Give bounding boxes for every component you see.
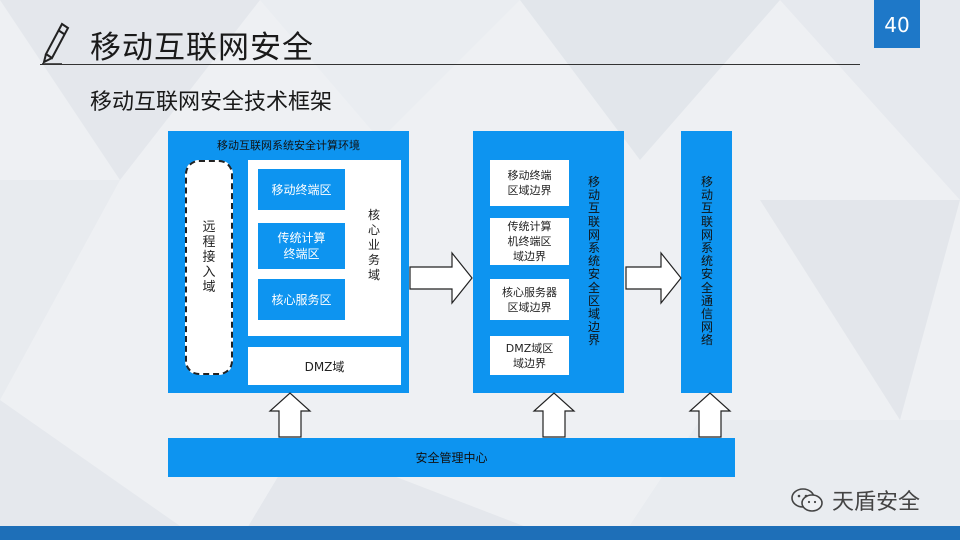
footer-bar [0, 526, 960, 540]
remote-access-label: 远程接入域 [202, 220, 216, 295]
boundary-traditional: 传统计算机终端区域边界 [490, 218, 569, 265]
boundary-mobile: 移动终端区域边界 [490, 160, 569, 206]
traditional-terminal-zone: 传统计算终端区 [258, 223, 345, 269]
computing-environment-label: 移动互联网系统安全计算环境 [217, 139, 360, 152]
wechat-icon [791, 488, 823, 512]
slide-subtitle: 移动互联网安全技术框架 [90, 90, 333, 115]
pencil-icon [42, 22, 70, 65]
remote-access-domain [185, 160, 233, 375]
boundary-dmz: DMZ域区域边界 [490, 336, 569, 375]
communication-network-label: 移动互联网系统安全通信网络 [700, 175, 713, 348]
page-number-badge: 40 [874, 0, 920, 48]
core-server-zone: 核心服务区 [258, 279, 345, 320]
title-underline [40, 64, 860, 65]
boundary-core-server: 核心服务器区域边界 [490, 279, 569, 320]
slide-title: 移动互联网安全 [90, 30, 314, 66]
dmz-domain: DMZ域 [248, 347, 401, 385]
boundary-vertical-label: 移动互联网系统安全区域边界 [587, 175, 600, 348]
core-business-label: 核心业务域 [367, 208, 380, 282]
communication-network-box [681, 131, 732, 393]
mobile-terminal-zone: 移动终端区 [258, 169, 345, 210]
watermark-text: 天盾安全 [832, 490, 921, 515]
security-management-center: 安全管理中心 [168, 438, 735, 477]
